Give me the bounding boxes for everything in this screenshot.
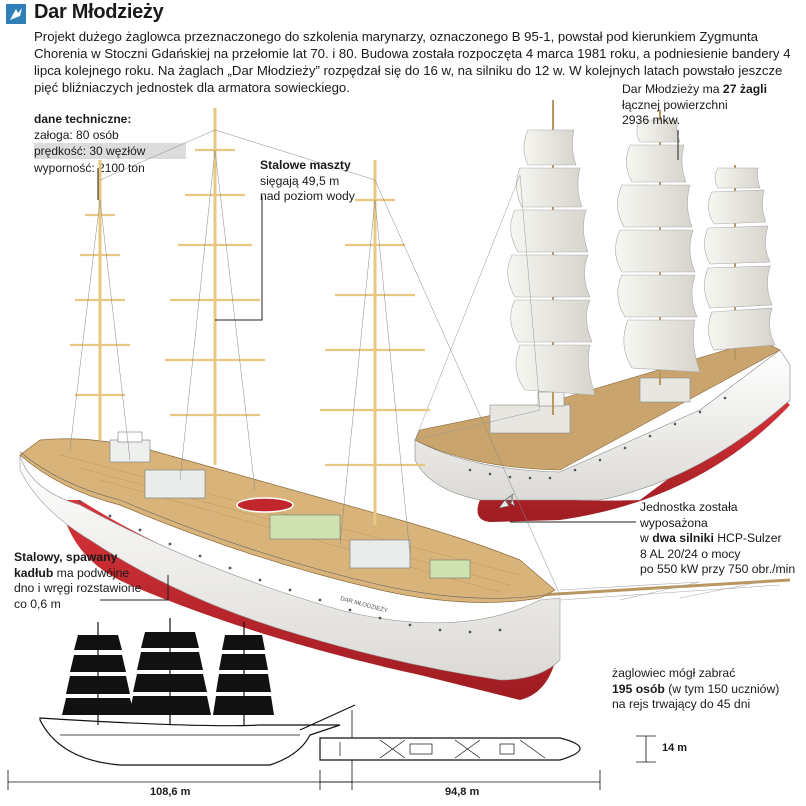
intro-paragraph: Projekt dużego żaglowca przeznaczonego d…: [34, 29, 791, 95]
deckhouse-1: [144, 469, 206, 499]
masts-bold: Stalowe maszty: [260, 158, 351, 172]
hull-line4: co 0,6 m: [14, 596, 61, 611]
masts-line2: nad poziom wody: [260, 189, 355, 203]
page-title: Dar Młodzieży: [34, 1, 164, 23]
capacity-rest: (w tym 150 uczniów): [668, 681, 780, 696]
tech-speed-label: prędkość:: [34, 144, 87, 158]
sails-line3: 2936 mkw.: [622, 113, 681, 127]
engines-pre: w: [640, 531, 649, 545]
callout-engines: Jednostka została wyposażona w dwa silni…: [640, 500, 805, 578]
deck-plan-drawing: [319, 735, 656, 790]
tech-speed: prędkość: 30 węzłów: [34, 143, 186, 159]
hull-rest2: ma podwójne: [56, 565, 130, 580]
tech-crew: załoga: 80 osób: [34, 128, 119, 142]
callout-capacity: żaglowiec mógł zabrać 195 osób (w tym 15…: [612, 666, 802, 713]
capacity-line3: na rejs trwający do 45 dni: [612, 697, 751, 711]
masts-line1: sięgają 49,5 m: [260, 173, 340, 188]
callout-masts: Stalowe maszty sięgają 49,5 m nad poziom…: [260, 158, 390, 205]
tech-speed-value: 30 węzłów: [89, 144, 146, 158]
hull-bold1: Stalowy, spawany: [14, 550, 118, 564]
logo-icon: [6, 4, 26, 24]
hull-line3: dno i wręgi rozstawione: [14, 581, 142, 595]
sails-line2: łącznej powierzchni: [622, 97, 728, 112]
deckhouse-2: [349, 539, 411, 569]
capacity-line1: żaglowiec mógł zabrać: [612, 666, 736, 680]
sails-mast-2: [615, 119, 701, 373]
rear-ship-bridge: [537, 391, 565, 407]
ship-main: DAR MŁODZIEŻY: [19, 108, 791, 700]
length-total-label: 108,6 m: [150, 786, 191, 798]
lifeboat: [236, 497, 294, 513]
engines-line3: 8 AL 20/24 o mocy: [640, 546, 741, 561]
ship-under-sail: [414, 100, 791, 522]
beam-label: 14 m: [662, 742, 688, 754]
sails-bold: 27 żagli: [722, 82, 767, 96]
engines-post: HCP-Sulzer: [717, 531, 782, 545]
main-hull-white: [19, 454, 561, 681]
engines-line4: po 550 kW przy 750 obr./min: [640, 562, 796, 576]
engines-line1: Jednostka została wyposażona: [640, 500, 738, 530]
engines-bold: dwa silniki: [652, 531, 714, 545]
rear-ship-cabin: [639, 377, 691, 403]
sails-mast-1: [507, 129, 596, 396]
sails-mast-3: [704, 167, 776, 351]
callout-hull: Stalowy, spawany kadłub ma podwójne dno …: [14, 550, 164, 612]
tech-displacement: wyporność: 2100 ton: [34, 161, 145, 175]
rear-ship-hull-red: [420, 395, 790, 522]
bridge-top: [117, 431, 143, 443]
leader-lines: [97, 130, 679, 601]
deckhouse-green: [269, 514, 341, 540]
side-profile-drawing: [7, 618, 356, 790]
callout-sails: Dar Młodzieży ma 27 żagli łącznej powier…: [622, 82, 802, 129]
deckhouse-forward: [429, 559, 471, 579]
rear-ship-hull-white: [414, 349, 791, 501]
length-hull-label: 94,8 m: [445, 786, 480, 798]
hull-bold2: kadłub: [14, 565, 54, 580]
tech-heading: dane techniczne:: [34, 112, 132, 126]
sails-pre: Dar Młodzieży ma: [622, 82, 720, 96]
capacity-bold: 195 osób: [612, 681, 665, 696]
main-yards: [70, 148, 430, 467]
propeller-icon: [498, 493, 516, 509]
